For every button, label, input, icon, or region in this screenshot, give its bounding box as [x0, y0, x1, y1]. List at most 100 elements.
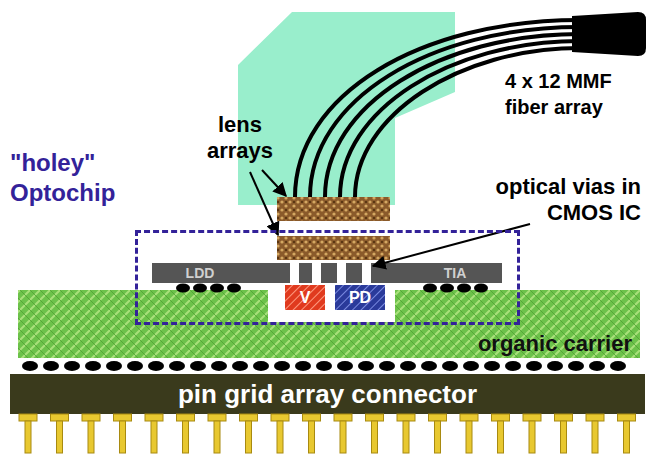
solder-bump	[253, 361, 269, 371]
solder-bump	[440, 284, 454, 293]
pin-head	[523, 414, 541, 421]
connector-pin	[82, 414, 100, 453]
pin-stem	[120, 421, 126, 453]
pin-head	[492, 414, 510, 421]
pin-stem	[403, 421, 409, 453]
optical-vias	[290, 263, 371, 283]
generated-parts	[19, 284, 636, 454]
solder-bump	[400, 361, 416, 371]
pin-head	[586, 414, 604, 421]
optical-via	[337, 263, 346, 283]
lens-array	[277, 197, 390, 221]
organic-carrier: organic carrier	[18, 290, 640, 358]
pin-stem	[561, 421, 567, 453]
pin-stem	[151, 421, 157, 453]
device-label: V	[285, 285, 325, 310]
solder-bump	[85, 361, 101, 371]
solder-bump	[22, 361, 38, 371]
solder-bump	[64, 361, 80, 371]
pin-stem	[466, 421, 472, 453]
pin-head	[555, 414, 573, 421]
pin-head	[114, 414, 132, 421]
solder-bump	[610, 361, 626, 371]
solder-bump	[547, 361, 563, 371]
cmos-ic-body	[152, 263, 502, 283]
solder-bump	[589, 361, 605, 371]
solder-bump	[423, 284, 437, 293]
photodiode-box: PD	[335, 285, 385, 310]
pin-head	[618, 414, 636, 421]
connector-pin	[303, 414, 321, 453]
pin-head	[208, 414, 226, 421]
connector-body	[10, 374, 645, 414]
pin-stem	[529, 421, 535, 453]
solder-bump	[106, 361, 122, 371]
solder-bump	[484, 361, 500, 371]
pin-head	[271, 414, 289, 421]
pin-stem	[246, 421, 252, 453]
solder-bump	[316, 361, 332, 371]
fiber	[340, 41, 580, 197]
connector-pin	[618, 414, 636, 453]
pin-stem	[183, 421, 189, 453]
pin-stem	[340, 421, 346, 453]
solder-bump	[463, 361, 479, 371]
connector-pin	[366, 414, 384, 453]
part-label: lens arrays	[190, 112, 290, 164]
pin-stem	[57, 421, 63, 453]
device-label: PD	[335, 285, 385, 310]
pin-stem	[214, 421, 220, 453]
pin-head	[51, 414, 69, 421]
pin-head	[429, 414, 447, 421]
connector-label: pin grid array connector	[10, 374, 645, 414]
pin-stem	[88, 421, 94, 453]
solder-bump	[190, 361, 206, 371]
connector-pin	[51, 414, 69, 453]
vcsel-box: V	[285, 285, 325, 310]
pin-head	[177, 414, 195, 421]
solder-bump	[421, 361, 437, 371]
solder-bump	[127, 361, 143, 371]
connector-pin	[208, 414, 226, 453]
connector-pin	[397, 414, 415, 453]
leader-arrow	[262, 170, 286, 196]
solder-bump	[176, 284, 190, 293]
pin-head	[145, 414, 163, 421]
photodiode-die	[335, 285, 385, 310]
pin-stem	[25, 421, 31, 453]
connector-pin	[114, 414, 132, 453]
solder-bump	[337, 361, 353, 371]
connector-pin	[460, 414, 478, 453]
pin-stem	[624, 421, 630, 453]
pin-head	[334, 414, 352, 421]
solder-bump	[227, 284, 241, 293]
solder-bump	[379, 361, 395, 371]
solder-bump	[526, 361, 542, 371]
pin-stem	[592, 421, 598, 453]
lens-array	[277, 236, 390, 260]
fiber-array-label: 4 x 12 MMF fiber array	[505, 68, 643, 120]
connector-pin	[429, 414, 447, 453]
cmos-ic: LDDTIA	[152, 263, 502, 283]
solder-bump	[457, 284, 471, 293]
solder-bump	[358, 361, 374, 371]
solder-bump	[232, 361, 248, 371]
pin-head	[397, 414, 415, 421]
pin-head	[460, 414, 478, 421]
connector-pin	[240, 414, 258, 453]
pin-head	[240, 414, 258, 421]
solder-bump	[148, 361, 164, 371]
pin-stem	[435, 421, 441, 453]
pin-head	[19, 414, 37, 421]
connector-pin	[586, 414, 604, 453]
fiber-array-end	[572, 12, 646, 56]
solder-bump	[505, 361, 521, 371]
connector-pin	[19, 414, 37, 453]
pin-head	[366, 414, 384, 421]
pin-stem	[277, 421, 283, 453]
pin-stem	[309, 421, 315, 453]
connector-pin	[334, 414, 352, 453]
optical-via	[312, 263, 321, 283]
solder-bump	[274, 361, 290, 371]
